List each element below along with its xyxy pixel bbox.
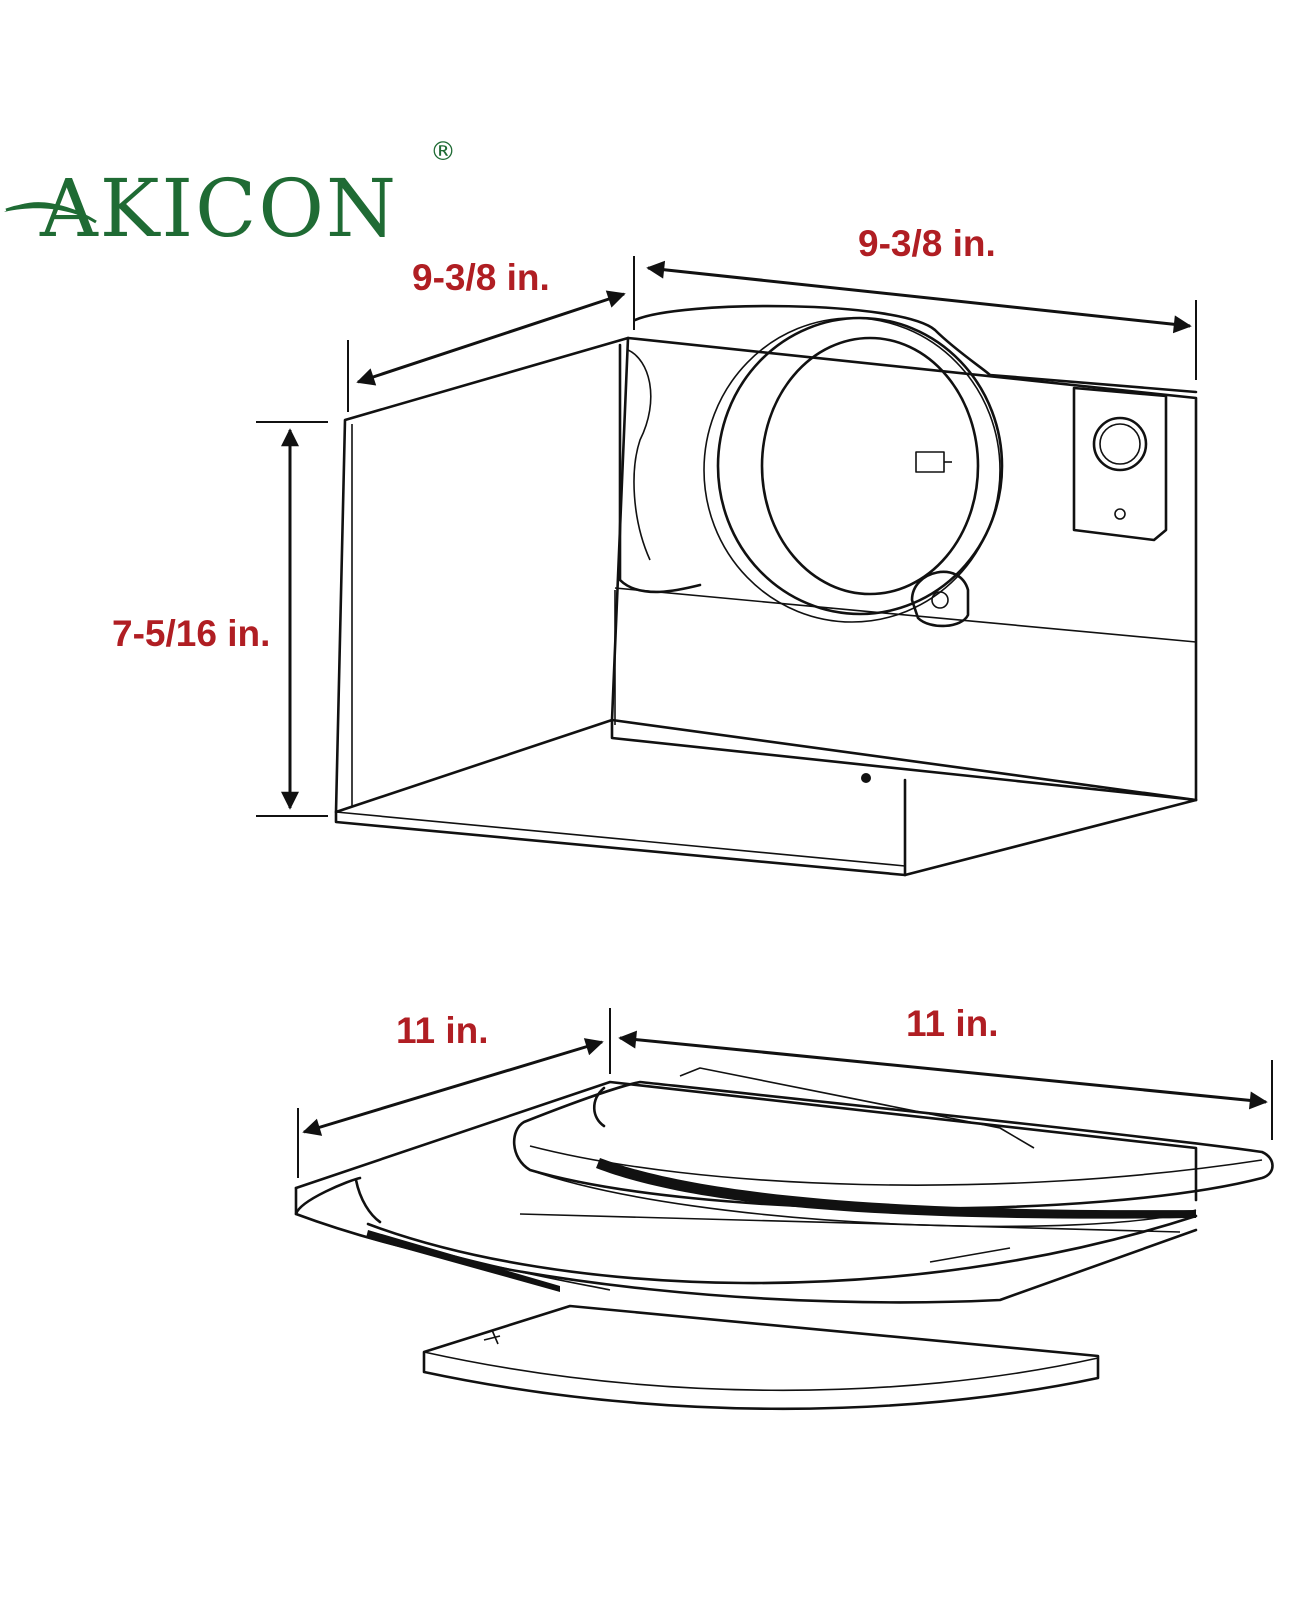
grille-depth-label: 11 in. — [396, 1010, 489, 1051]
housing-height-label: 7-5/16 in. — [112, 613, 270, 654]
registered-mark: ® — [430, 137, 456, 167]
grille-depth-dimension: 11 in. — [297, 1008, 611, 1178]
akicon-logo: AKICON ® — [4, 137, 456, 255]
logo-text: AKICON — [39, 162, 398, 255]
housing-height-dimension: 7-5/16 in. — [112, 421, 328, 817]
housing-depth-label: 9-3/8 in. — [412, 257, 550, 298]
fan-housing-drawing — [334, 304, 1198, 877]
housing-width-dimension: 9-3/8 in. — [646, 223, 1197, 380]
housing-depth-dimension: 9-3/8 in. — [347, 256, 635, 412]
grille-width-label: 11 in. — [906, 1003, 999, 1044]
grille-drawing — [294, 1067, 1274, 1411]
housing-width-label: 9-3/8 in. — [858, 223, 996, 264]
grille-width-dimension: 11 in. — [618, 1003, 1273, 1140]
